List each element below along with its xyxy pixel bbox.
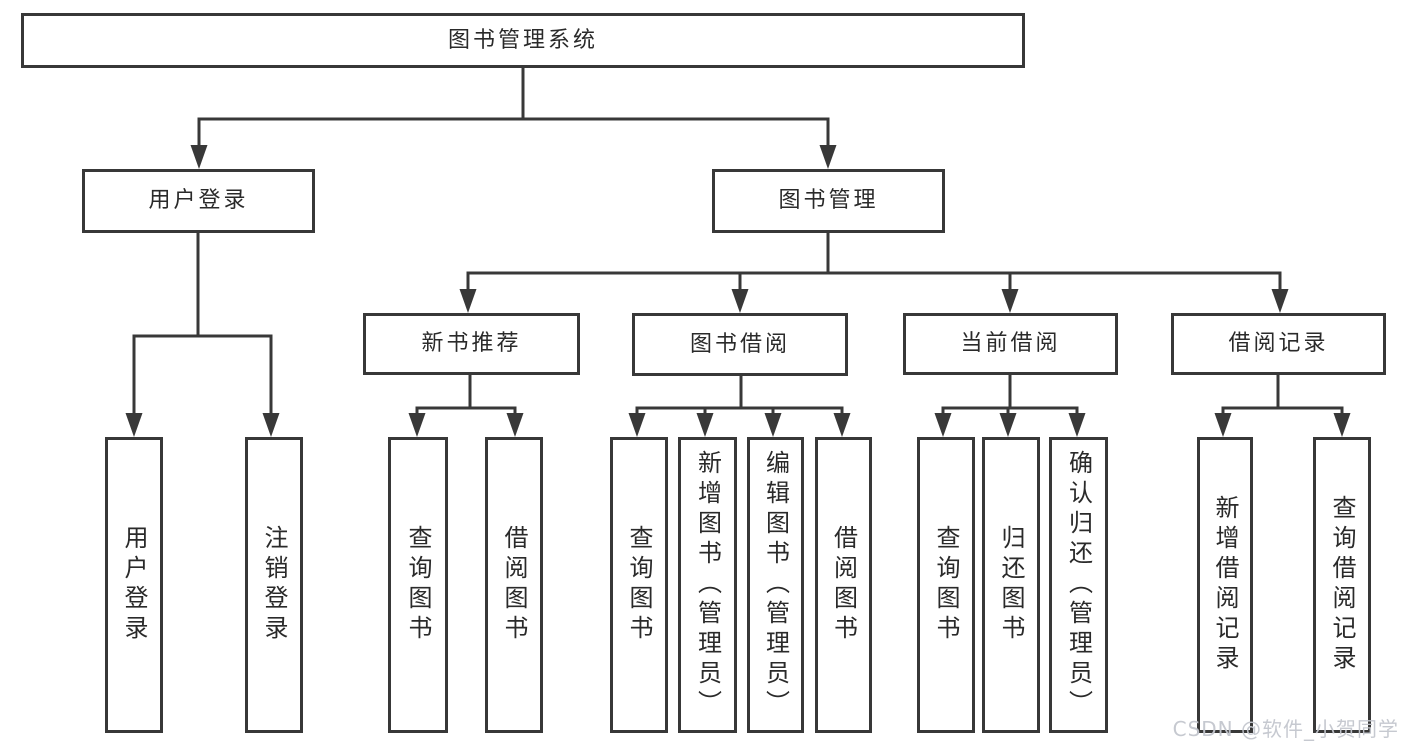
node-new-book-recommend-label: 新书推荐: [421, 331, 522, 356]
leaf-edit-books-admin: 编辑图书（管理员）: [747, 437, 804, 733]
connector-borrowing-records-split: [1221, 375, 1344, 416]
arrowhead: [833, 413, 851, 437]
arrowhead: [408, 413, 426, 437]
leaf-query-books-recommend: 查询图书: [388, 437, 448, 733]
arrowhead: [506, 413, 524, 437]
node-current-borrowing: 当前借阅: [903, 313, 1118, 375]
leaf-query-borrow-record-label: 查询借阅记录: [1328, 495, 1356, 675]
node-book-borrowing: 图书借阅: [632, 313, 848, 376]
leaf-borrow-books-recommend: 借阅图书: [485, 437, 543, 733]
connector-book-management-split: [466, 233, 1282, 292]
arrowhead: [999, 413, 1017, 437]
leaf-add-books-admin: 新增图书（管理员）: [678, 437, 737, 733]
leaf-confirm-return-admin: 确认归还（管理员）: [1049, 437, 1108, 733]
arrowhead: [1214, 413, 1232, 437]
node-book-management-label: 图书管理: [778, 188, 879, 213]
leaf-query-books-current: 查询图书: [917, 437, 975, 733]
connector-new-book-split: [415, 375, 517, 416]
arrowheads: [125, 145, 1351, 437]
node-new-book-recommend: 新书推荐: [363, 313, 580, 375]
arrowhead: [125, 413, 143, 437]
arrowhead: [1333, 413, 1351, 437]
node-borrowing-records-label: 借阅记录: [1228, 331, 1329, 356]
node-book-borrowing-label: 图书借阅: [689, 331, 790, 357]
arrowhead: [764, 413, 782, 437]
leaf-borrow-books-recommend-label: 借阅图书: [500, 525, 528, 645]
leaf-query-borrow-record: 查询借阅记录: [1313, 437, 1371, 733]
arrowhead: [459, 289, 477, 313]
node-book-management: 图书管理: [712, 169, 945, 233]
leaf-confirm-return-admin-label: 确认归还（管理员）: [1064, 450, 1093, 720]
leaf-add-borrow-record: 新增借阅记录: [1197, 437, 1253, 733]
arrowhead: [1068, 413, 1086, 437]
leaf-edit-books-admin-label: 编辑图书（管理员）: [761, 450, 790, 720]
leaf-query-books-recommend-label: 查询图书: [404, 525, 432, 645]
arrowhead: [628, 413, 646, 437]
leaf-add-books-admin-label: 新增图书（管理员）: [693, 450, 722, 720]
node-root-label: 图书管理系统: [447, 27, 598, 53]
csdn-watermark: CSDN @软件_小贺同学: [1172, 717, 1399, 741]
node-user-login-label: 用户登录: [148, 188, 249, 213]
leaf-return-books-label: 归还图书: [997, 525, 1025, 645]
arrowhead: [819, 145, 837, 169]
node-root: 图书管理系统: [21, 13, 1025, 68]
leaf-borrow-books-borrowing: 借阅图书: [815, 437, 872, 733]
leaf-borrow-books-borrowing-label: 借阅图书: [829, 525, 858, 645]
connector-book-borrowing-split: [635, 376, 844, 416]
leaf-query-books-current-label: 查询图书: [932, 525, 960, 645]
arrowhead: [1001, 289, 1019, 313]
leaf-return-books: 归还图书: [982, 437, 1040, 733]
leaf-add-borrow-record-label: 新增借阅记录: [1211, 495, 1239, 675]
arrowhead: [934, 413, 952, 437]
arrowhead: [262, 413, 280, 437]
leaf-query-books-borrowing-label: 查询图书: [625, 525, 653, 645]
connector-root-split: [197, 68, 830, 147]
node-borrowing-records: 借阅记录: [1171, 313, 1386, 375]
leaf-logout-label: 注销登录: [260, 525, 288, 645]
leaf-query-books-borrowing: 查询图书: [610, 437, 668, 733]
connector-current-borrowing-split: [941, 375, 1079, 416]
leaf-logout: 注销登录: [245, 437, 303, 733]
node-current-borrowing-label: 当前借阅: [960, 331, 1061, 356]
leaf-user-login-label: 用户登录: [120, 525, 148, 645]
arrowhead: [696, 413, 714, 437]
node-user-login: 用户登录: [82, 169, 315, 233]
connector-user-login-split: [132, 233, 273, 416]
arrowhead: [1271, 289, 1289, 313]
arrowhead: [731, 289, 749, 313]
arrowhead: [190, 145, 208, 169]
leaf-user-login: 用户登录: [105, 437, 163, 733]
